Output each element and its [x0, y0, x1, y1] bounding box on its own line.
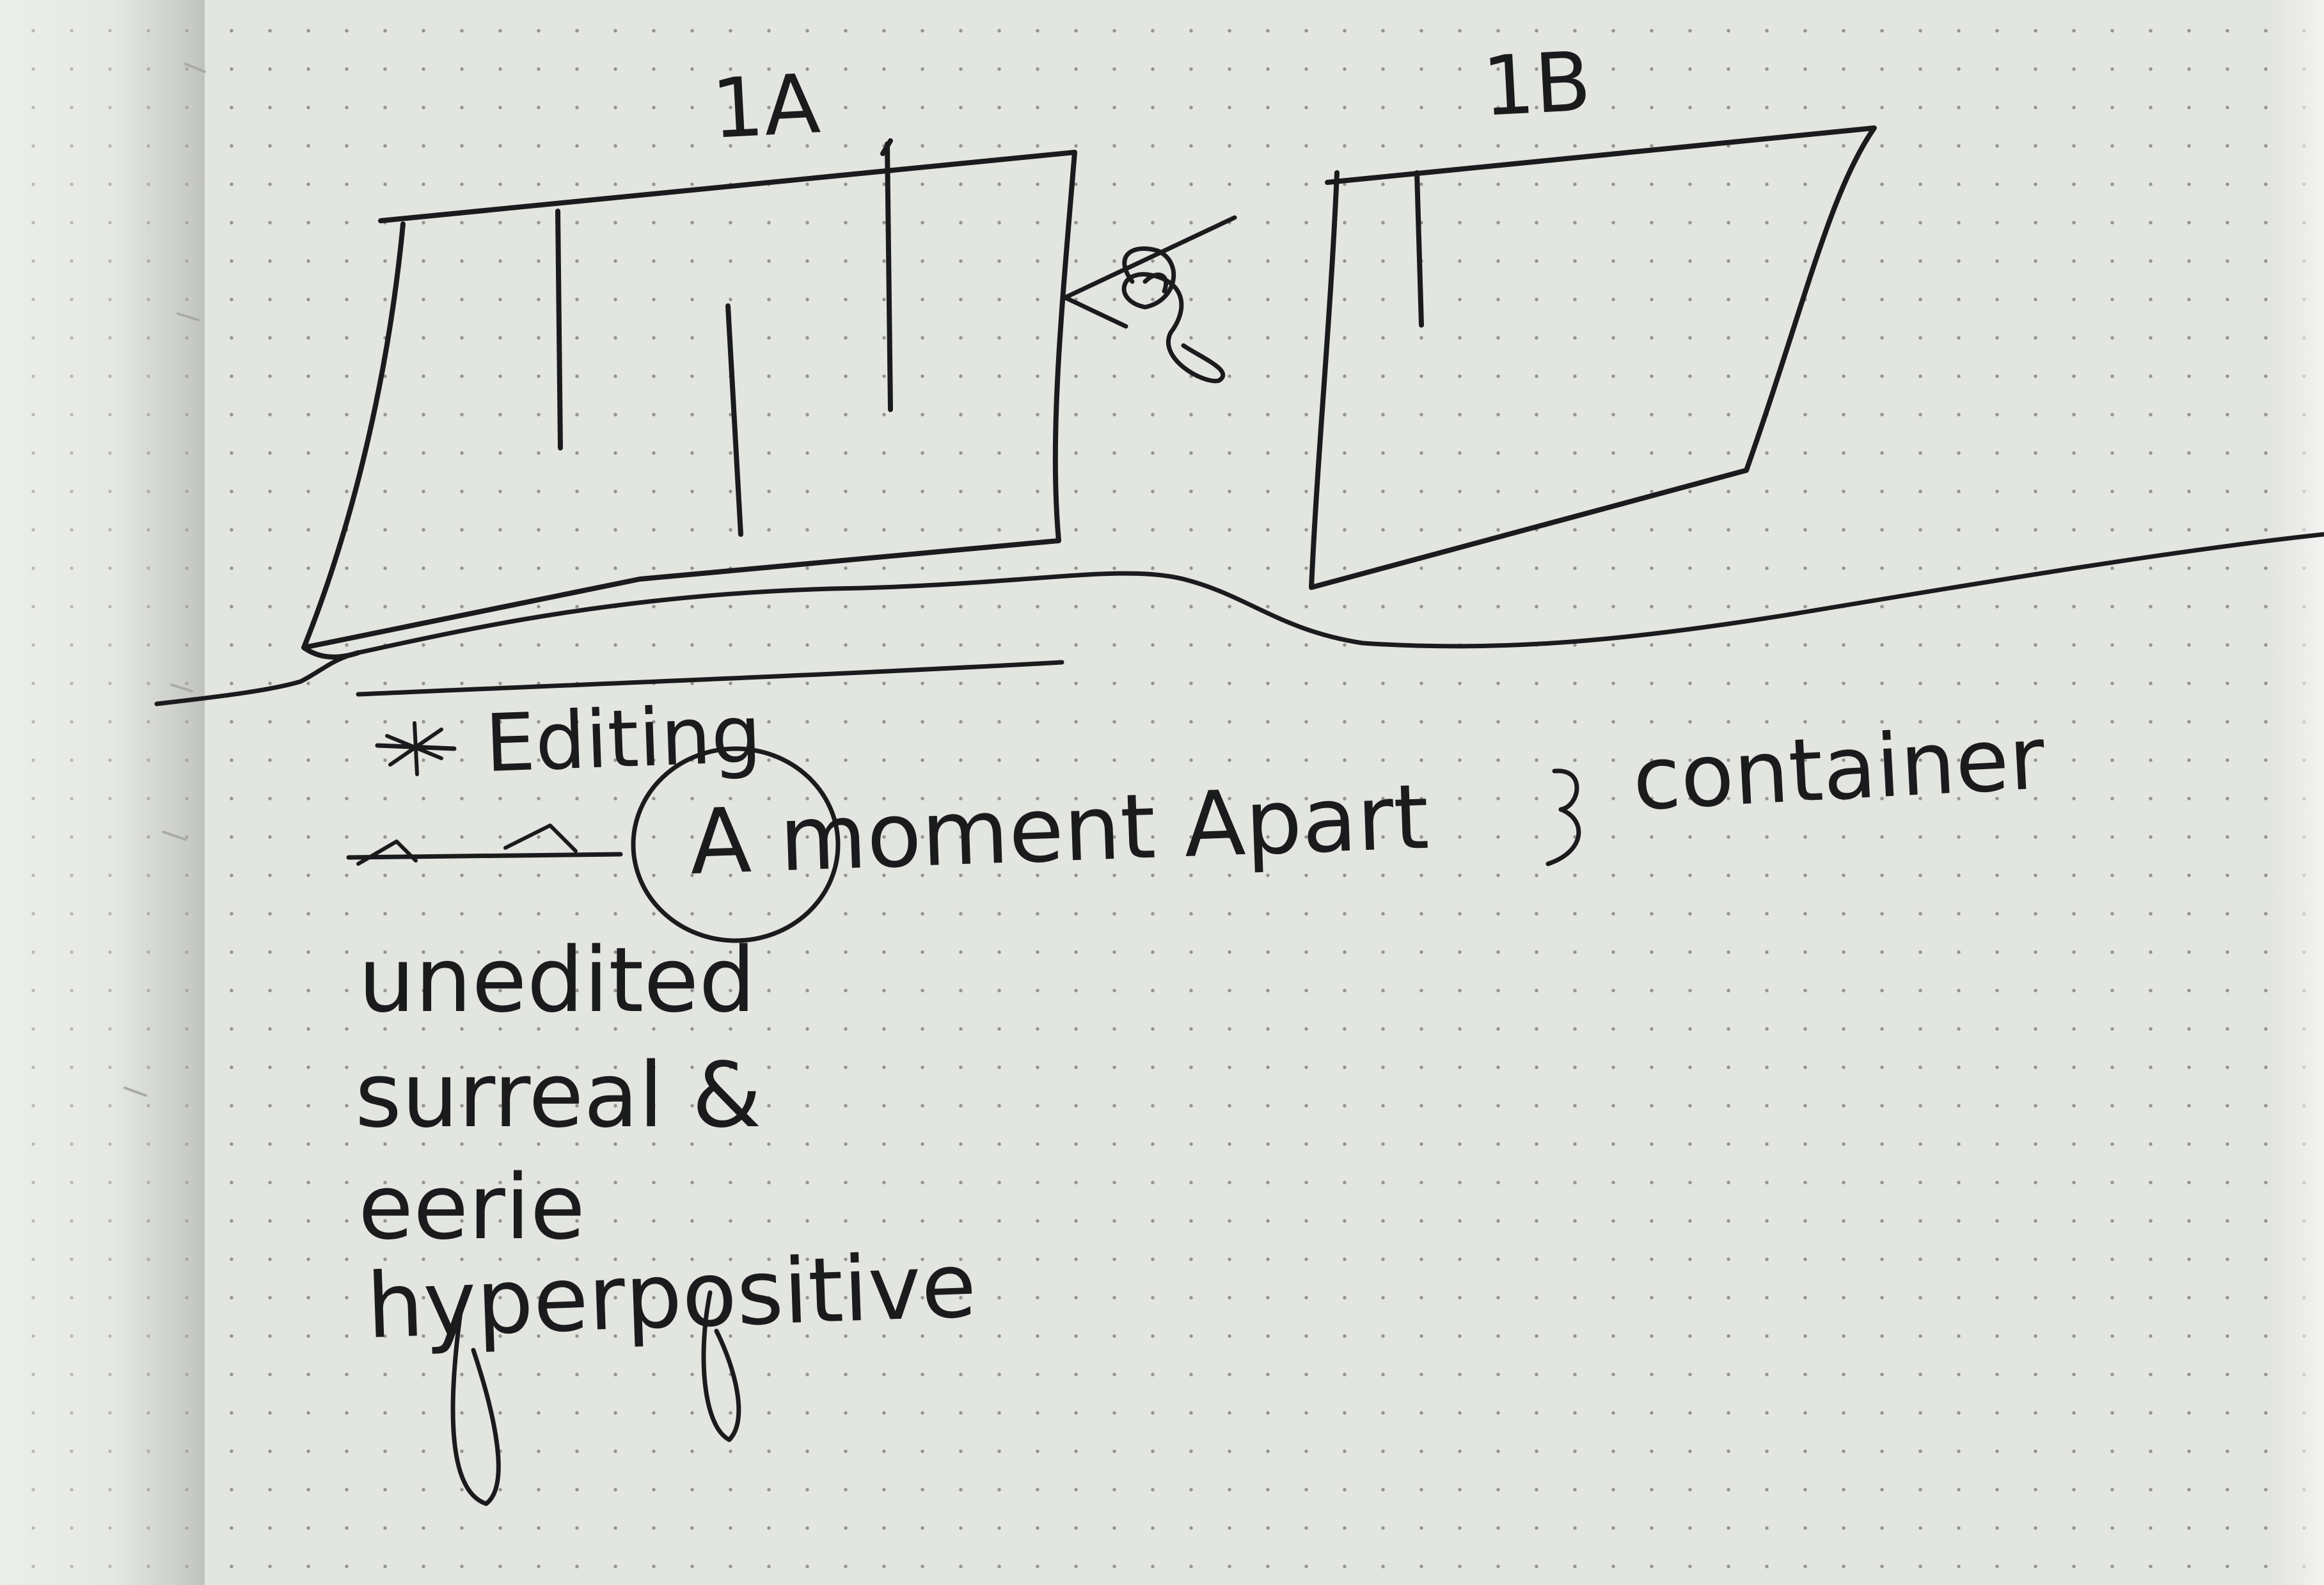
arrow-scribble [1063, 215, 1237, 383]
note-hyperpositive: hyperpositive [365, 1234, 977, 1359]
label-1b: 1B [1480, 34, 1593, 135]
page-edge [2273, 0, 2324, 1585]
note-unedited: unedited [358, 928, 755, 1033]
dot-grid-left [0, 0, 205, 1585]
note-editing: Editing [484, 689, 763, 790]
note-eerie: eerie [358, 1156, 585, 1260]
sketch-panel-1a [301, 138, 1077, 660]
sketch-panel-1b [1309, 125, 1877, 590]
binding-stitches [123, 63, 206, 1097]
label-1a: 1A [709, 56, 823, 157]
handwritten-notes: Editing A moment Apart container unedite… [346, 689, 2047, 1506]
note-surreal: surreal & [355, 1044, 762, 1148]
notebook-binding-gutter [0, 0, 205, 1585]
note-container: container [1630, 708, 2047, 831]
note-moment-apart: A moment Apart [688, 765, 1430, 895]
separator-line [154, 532, 2324, 706]
